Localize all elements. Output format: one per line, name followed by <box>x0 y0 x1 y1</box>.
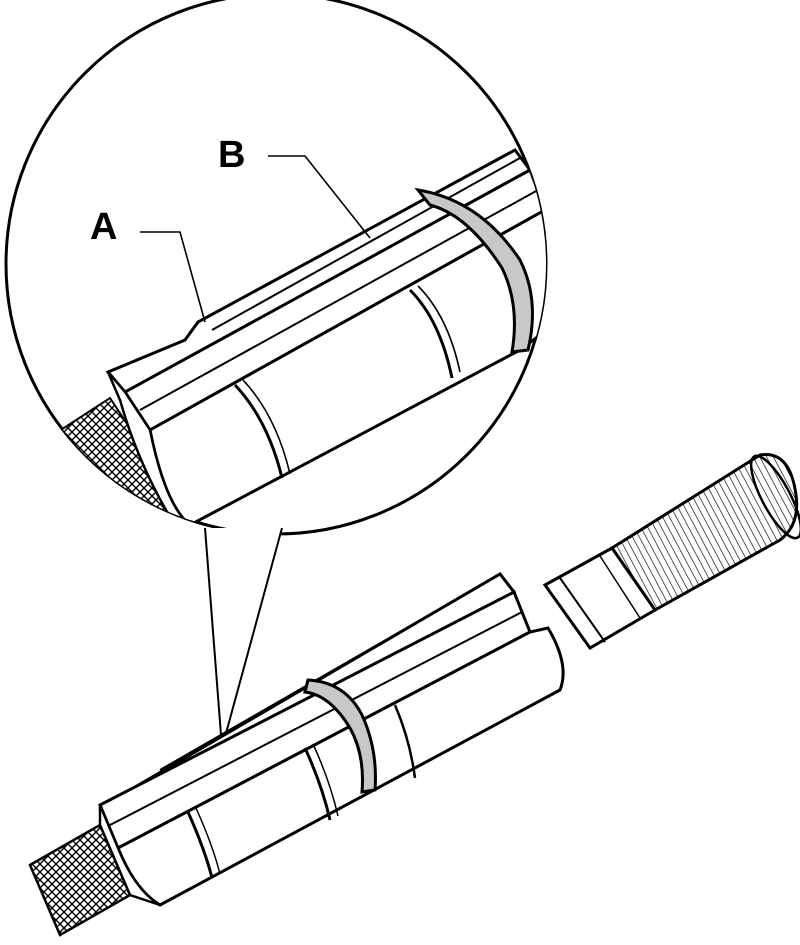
magnified-detail-view <box>4 0 548 536</box>
magnified-segment-line <box>408 288 454 379</box>
leader-line-a <box>140 231 206 323</box>
leader-line-b <box>268 155 371 239</box>
tool-retaining-ring <box>303 678 377 794</box>
tool-segment-line <box>303 747 332 821</box>
tool-shaft <box>542 546 658 650</box>
tool-assembly <box>28 453 800 937</box>
callout-label-b: B <box>218 134 246 176</box>
magnified-sleeve <box>28 148 546 534</box>
threaded-end <box>609 453 799 612</box>
callout-label-a: A <box>90 206 118 248</box>
magnified-retaining-ring <box>414 187 534 354</box>
magnified-segment-line <box>233 383 284 479</box>
tool-segment-line <box>186 811 214 879</box>
